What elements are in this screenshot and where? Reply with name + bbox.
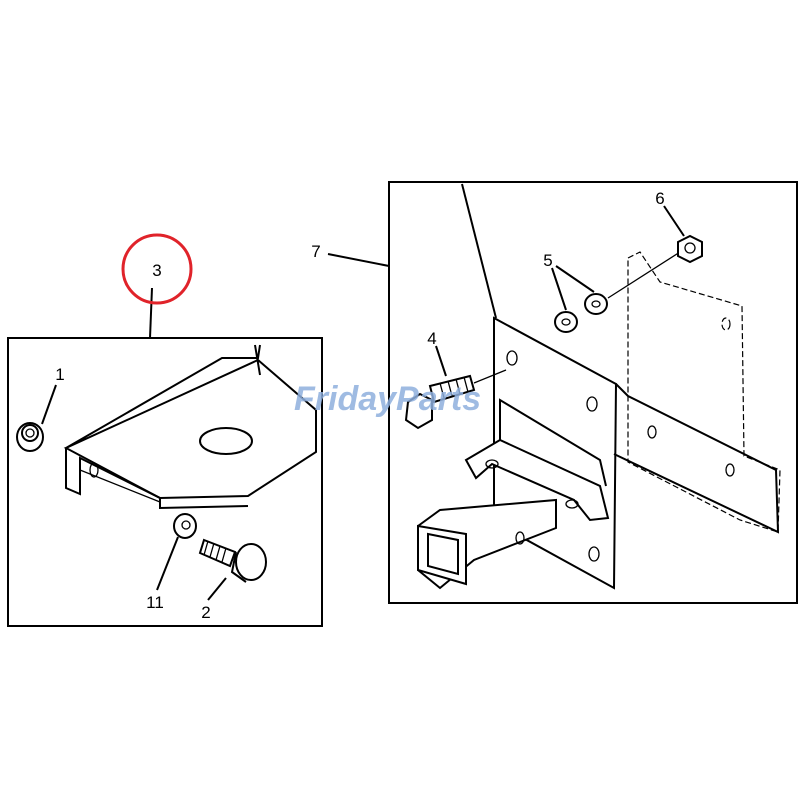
bolt-4 [404,345,507,430]
callout-11: 11 [146,593,164,612]
watermark-part1: Friday [294,380,398,418]
watermark-part2: Parts [396,380,481,418]
nut-6 [663,205,703,264]
hitch-assembly-box: 7 4 5 6 [311,181,798,604]
washer-11 [156,513,197,591]
bracket-detail-box: 1 11 2 [7,287,323,627]
frame-rail [627,251,781,533]
callout-6: 6 [655,189,664,208]
bracket-hole [199,427,253,455]
callout-1: 1 [55,365,64,384]
flange-nut-1 [16,384,57,452]
bolt-2 [198,538,267,601]
callout-3: 3 [152,261,161,280]
callout-4: 4 [427,329,436,348]
fridayparts-watermark: FridayParts [294,380,481,418]
svg-text:FridayParts: FridayParts [294,380,481,418]
callout-2: 2 [201,603,210,622]
callout-5: 5 [543,251,552,270]
washers-5 [551,251,681,333]
bracket-plate [63,344,317,500]
highlight-circle [121,233,193,305]
callout-7: 7 [311,242,320,261]
leader-7 [327,253,390,267]
receiver-tube [417,498,557,590]
leader-3 [149,287,153,339]
